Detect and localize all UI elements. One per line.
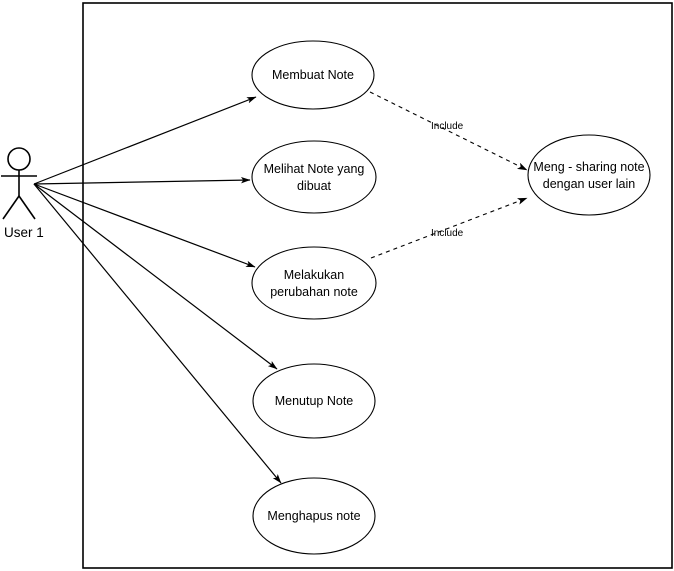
include-line-perubahan-to-sharing <box>370 197 528 259</box>
use-case-meng-sharing-note[interactable]: Meng - sharing note dengan user lain <box>527 134 651 216</box>
use-case-ellipse[interactable] <box>252 363 376 439</box>
use-case-label-membuat-note: Membuat Note <box>272 68 354 82</box>
include-label-membuat-to-sharing: Include <box>431 121 464 132</box>
use-case-label-sharing-line1: Meng - sharing note <box>533 160 644 174</box>
use-case-ellipse[interactable] <box>251 40 375 110</box>
association-line-menutup-note <box>33 183 278 370</box>
use-case-ellipse[interactable] <box>252 477 376 555</box>
association-line-melihat-note <box>33 176 251 185</box>
association-line-membuat-note <box>33 96 257 185</box>
include-line-membuat-to-sharing <box>369 91 528 171</box>
system-boundary-rect <box>82 2 673 569</box>
use-case-ellipse[interactable] <box>527 134 651 216</box>
use-case-menghapus-note[interactable]: Menghapus note <box>252 477 376 555</box>
include-label-perubahan-to-sharing: Include <box>431 228 464 239</box>
actor-right-leg-line <box>18 195 36 220</box>
use-case-melihat-note[interactable]: Melihat Note yang dibuat <box>251 140 377 214</box>
use-case-membuat-note[interactable]: Membuat Note <box>251 40 375 110</box>
use-case-label-melihat-note-line2: dibuat <box>297 179 332 193</box>
actor-user-1: User 1 <box>1 147 44 240</box>
use-case-label-sharing-line2: dengan user lain <box>543 177 635 191</box>
use-case-ellipse[interactable] <box>251 246 377 320</box>
use-case-label-menghapus-note: Menghapus note <box>267 509 360 523</box>
use-case-label-perubahan-line2: perubahan note <box>270 285 358 299</box>
association-line-menghapus-note <box>33 183 282 484</box>
association-line-melakukan-perubahan-note <box>33 183 256 268</box>
actor-label: User 1 <box>4 225 44 240</box>
use-case-label-perubahan-line1: Melakukan <box>284 268 344 282</box>
use-case-melakukan-perubahan-note[interactable]: Melakukan perubahan note <box>251 246 377 320</box>
use-case-ellipse[interactable] <box>251 140 377 214</box>
actor-head-icon <box>7 147 31 171</box>
use-case-label-melihat-note-line1: Melihat Note yang <box>264 162 365 176</box>
actor-left-leg-line <box>2 195 20 220</box>
use-case-menutup-note[interactable]: Menutup Note <box>252 363 376 439</box>
use-case-label-menutup-note: Menutup Note <box>275 394 354 408</box>
